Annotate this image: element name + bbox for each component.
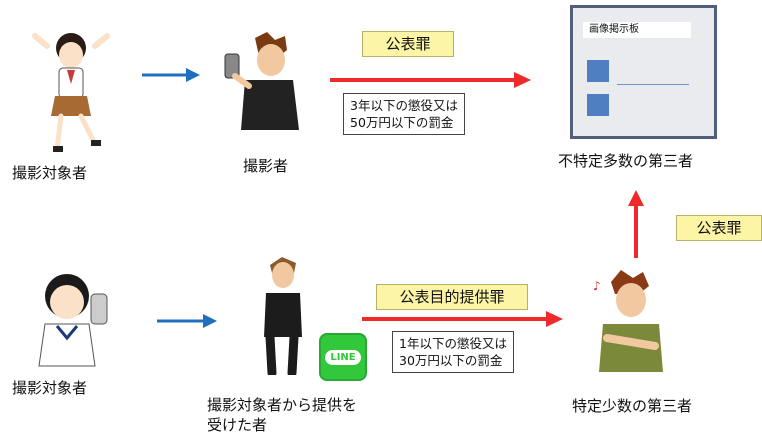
top-blue-arrow (142, 68, 200, 82)
bottom-subject-label: 撮影対象者 (12, 379, 88, 397)
image-board-window: 画像掲示板 (570, 5, 717, 139)
bottom-penalty-line-2: 30万円以下の罰金 (399, 353, 503, 368)
photographer-label: 撮影者 (243, 157, 289, 175)
third-party-label: 特定少数の第三者 (572, 397, 693, 415)
photo-subject-girl-phone-figure (38, 274, 108, 367)
audience-label: 不特定多数の第三者 (558, 152, 694, 170)
top-penalty-line-1: 3年以下の懲役又は (350, 98, 458, 113)
vertical-red-arrow (628, 190, 644, 258)
board-text-line (617, 84, 689, 85)
bottom-penalty-box: 1年以下の懲役又は 30万円以下の罰金 (392, 331, 514, 373)
top-penalty-box: 3年以下の懲役又は 50万円以下の罰金 (343, 93, 465, 135)
line-app-icon: LINE (319, 333, 367, 381)
board-thumbnail-2 (587, 94, 609, 116)
photo-subject-girl-figure (32, 33, 110, 153)
board-thumbnail-1 (587, 60, 609, 82)
bottom-crime-tag: 公表目的提供罪 (376, 284, 528, 310)
bottom-penalty-line-1: 1年以下の懲役又は (399, 336, 507, 351)
bottom-blue-arrow (157, 314, 217, 328)
vertical-crime-tag: 公表罪 (676, 215, 762, 241)
recipient-man-figure (264, 257, 302, 375)
top-subject-label: 撮影対象者 (12, 164, 88, 182)
svg-text:♪: ♪ (593, 279, 601, 293)
recipient-label-line-1: 撮影対象者から提供を (207, 396, 358, 414)
line-app-label: LINE (325, 349, 361, 365)
third-party-man-figure: ♪ (593, 270, 663, 372)
recipient-label-line-2: 受けた者 (207, 416, 268, 434)
photographer-figure (224, 32, 299, 130)
top-penalty-line-2: 50万円以下の罰金 (350, 115, 454, 130)
bottom-red-arrow (362, 311, 563, 327)
top-crime-tag: 公表罪 (362, 31, 454, 57)
recipient-label: 撮影対象者から提供を 受けた者 (207, 395, 357, 435)
image-board-title: 画像掲示板 (583, 22, 691, 38)
top-red-arrow (330, 72, 531, 88)
